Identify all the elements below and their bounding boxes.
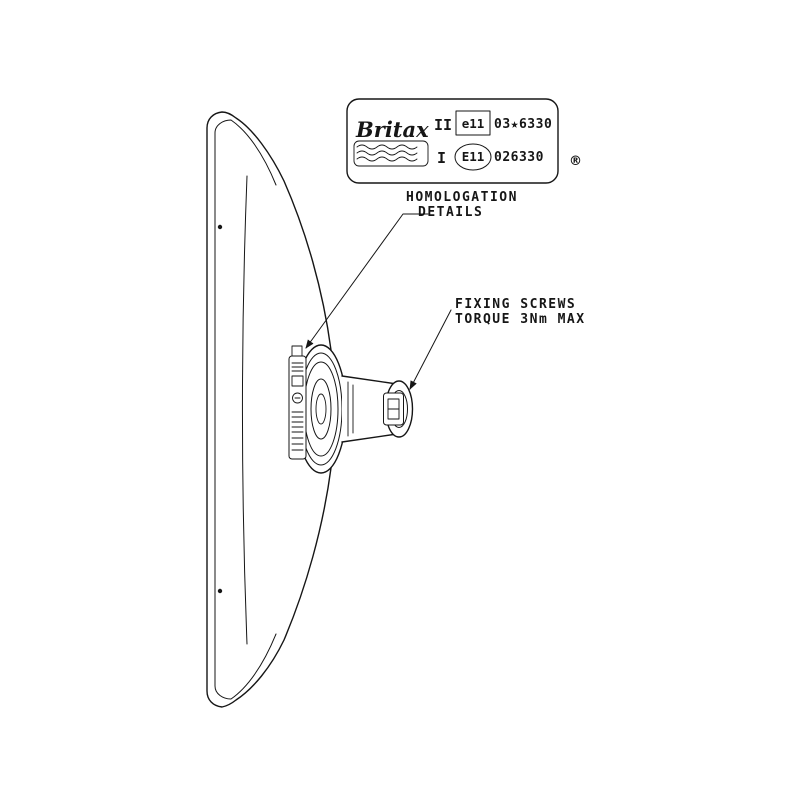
fixing-screws-leader-line [409,309,452,390]
approval-mark-box [455,110,491,136]
approval-row-2: I E11 026330 [437,143,544,171]
homologation-leader-line [305,213,429,349]
approval-mark-1: e11 [462,116,485,131]
fixing-screws-callout-line2: TORQUE 3Nm MAX [455,312,586,327]
approval-row-1: II e11 03★6330 [434,110,552,136]
label-plate-frame [346,98,559,184]
homologation-callout-line2: DETAILS [418,205,483,220]
mount-assembly [295,344,414,474]
britax-logo-text: Britax [355,117,429,142]
registered-trademark-icon: ® [569,154,582,169]
mirror-class-1: II [434,116,452,134]
mirror-inner-rim [214,119,277,700]
britax-logo: Britax [353,117,429,167]
mirror-class-2: I [437,149,446,167]
britax-logo-waves [356,144,418,162]
label-plate: Britax II e11 03★6330 I E11 026330 [346,98,559,184]
approval-mark-circle [454,143,492,171]
mount-ring-4 [310,378,332,440]
screw-hole-top [217,224,223,230]
label-tab [291,345,303,358]
mount-arm-top-edge [341,375,398,385]
label-body [288,355,307,460]
mirror-bezel-edge [242,175,248,645]
approval-number-1: 03★6330 [494,117,552,132]
fixing-screw [383,392,404,426]
mirror-outline [206,111,335,708]
mirror-body [206,111,335,708]
fixing-screws-callout-line1: FIXING SCREWS [455,297,576,312]
britax-logo-banner [353,140,429,167]
homologation-label-small [288,345,307,460]
approval-mark-2: E11 [462,149,485,164]
callout-homologation: HOMOLOGATION DETAILS [305,190,518,349]
label-micro-print [291,362,304,451]
callout-fixing-screws: FIXING SCREWS TORQUE 3Nm MAX [409,297,586,390]
homologation-callout-line1: HOMOLOGATION [406,190,518,205]
mount-arm-bottom-edge [341,433,398,443]
mount-arm-fill [342,376,397,442]
approval-number-2: 026330 [494,150,544,165]
mount-ring-5 [315,393,327,425]
screw-hole-bottom [217,588,223,594]
